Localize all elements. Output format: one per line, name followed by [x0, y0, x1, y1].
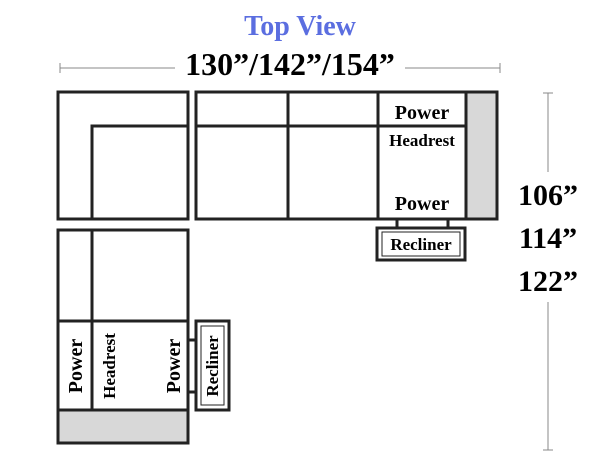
- right-headrest-label: Headrest: [389, 131, 455, 150]
- right-recliner-label: Recliner: [390, 235, 452, 254]
- left-recliner-footrest-inner: [200, 325, 225, 406]
- left-power-left-label: Power: [65, 339, 87, 394]
- diagram-title: Top View: [244, 11, 357, 42]
- left-recliner-footrest: [194, 319, 231, 412]
- left-bottom-arm: [56, 408, 190, 445]
- width-label-backdrop: [175, 46, 405, 82]
- width-label: 130”/142”/154”: [185, 46, 395, 82]
- left-recliner-label: Recliner: [203, 335, 222, 397]
- right-recliner-footrest-inner: [381, 231, 461, 257]
- depth-label-backdrop: [505, 172, 591, 302]
- depth-label-3: 122”: [518, 265, 578, 298]
- corner-seat: [56, 90, 190, 221]
- right-arm: [464, 90, 499, 221]
- depth-label-1: 106”: [518, 179, 578, 212]
- left-power-right-label: Power: [163, 339, 185, 394]
- right-recliner-footrest: [375, 226, 467, 262]
- right-power-top-label: Power: [395, 102, 450, 124]
- left-headrest-label: Headrest: [100, 333, 119, 399]
- right-power-bottom-label: Power: [395, 193, 450, 215]
- depth-label-2: 114”: [519, 222, 577, 255]
